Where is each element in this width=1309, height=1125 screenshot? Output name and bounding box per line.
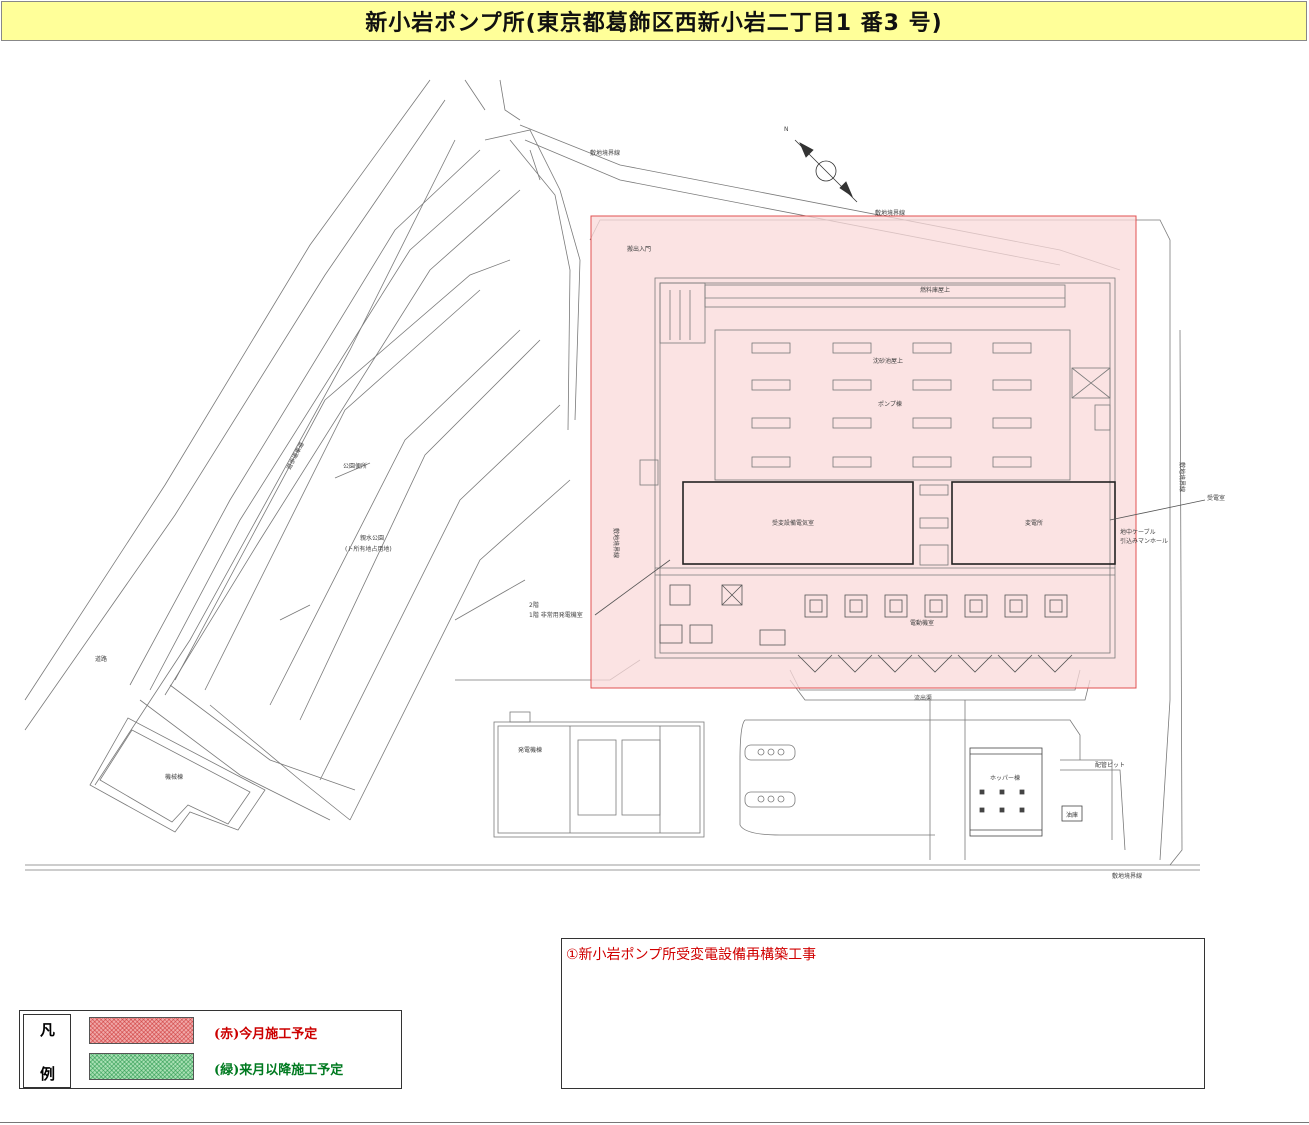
legend-red-swatch [89,1017,194,1044]
label-road: 道路 [95,655,107,663]
park-strip [24,79,581,821]
legend-green-swatch [89,1053,194,1080]
callout-lines [594,499,1206,616]
label-outflow: 流出渠 [914,694,932,702]
label-sand-pit: 沈砂池屋上 [873,357,903,365]
north-label: N [784,126,789,133]
label-upper-equip: 燃料庫屋上 [920,286,950,294]
hopper-building [969,747,1083,837]
label-floor1-elec: 1階 非常用発電機室 [529,611,583,619]
label-machine-room: ポンプ棟 [878,400,902,408]
label-park-sub: (ト所有地占用地) [345,545,392,553]
label-park-main: 親水公園 [360,534,384,542]
label-small-box: 油庫 [1066,811,1078,819]
label-river-path: 遊歩道車道 [285,441,306,471]
label-west-site: 敷地境界線 [612,528,620,558]
label-north-road: 敷地境界線 [590,149,620,157]
label-floor2: 2階 [529,601,539,609]
tank-group [739,719,1081,836]
label-east-road: 敷地境界線 [875,209,905,217]
label-substation: 変電所 [1025,519,1043,527]
lower-left-building [89,717,266,833]
legend-green-label: (緑)来月以降施工予定 [214,1063,344,1078]
label-pit: 配管ピット [1095,761,1125,769]
legend: 凡 例 (赤)今月施工予定 (緑)来月以降施工予定 [19,1010,402,1089]
legend-heading: 凡 例 [23,1014,71,1088]
label-park-upper: 公園便所 [343,462,367,470]
label-site-gate: 搬出入門 [627,245,651,253]
label-motor-room: 電動機室 [910,619,934,627]
legend-heading-bottom: 例 [40,1065,56,1083]
site-plan-map: N 公園便所 親水公園 (ト所有 [0,42,1309,922]
construction-item: ①新小岩ポンプ所受変電設備再構築工事 [566,947,817,963]
generator-building [493,711,705,838]
motor-row [659,584,1073,673]
legend-red-label: (赤)今月施工予定 [214,1027,318,1042]
label-lower-left-box: 機械棟 [165,773,183,781]
construction-note-box: ①新小岩ポンプ所受変電設備再構築工事 [561,938,1205,1089]
label-vertical-right: 敷地境界線 [1178,462,1186,492]
page-title: 新小岩ポンプ所(東京都葛飾区西新小岩二丁目1 番3 号) [1,1,1307,41]
label-elec-room: 受変設備電気室 [772,519,814,527]
north-arrow-icon [794,139,858,203]
legend-heading-top: 凡 [40,1021,56,1039]
pump-hall-equipment [751,342,1032,566]
pump-station-building [639,277,1116,659]
label-transformer-note: 受電室 [1207,494,1225,502]
label-left-building: 発電機棟 [518,746,542,754]
bottom-divider [0,1122,1309,1123]
label-hopper: ホッパー棟 [990,774,1020,782]
label-cable-note2: 引込みマンホール [1120,537,1168,545]
label-south-road: 敷地境界線 [1112,872,1142,880]
label-cable-note: 地中ケーブル [1120,528,1156,536]
